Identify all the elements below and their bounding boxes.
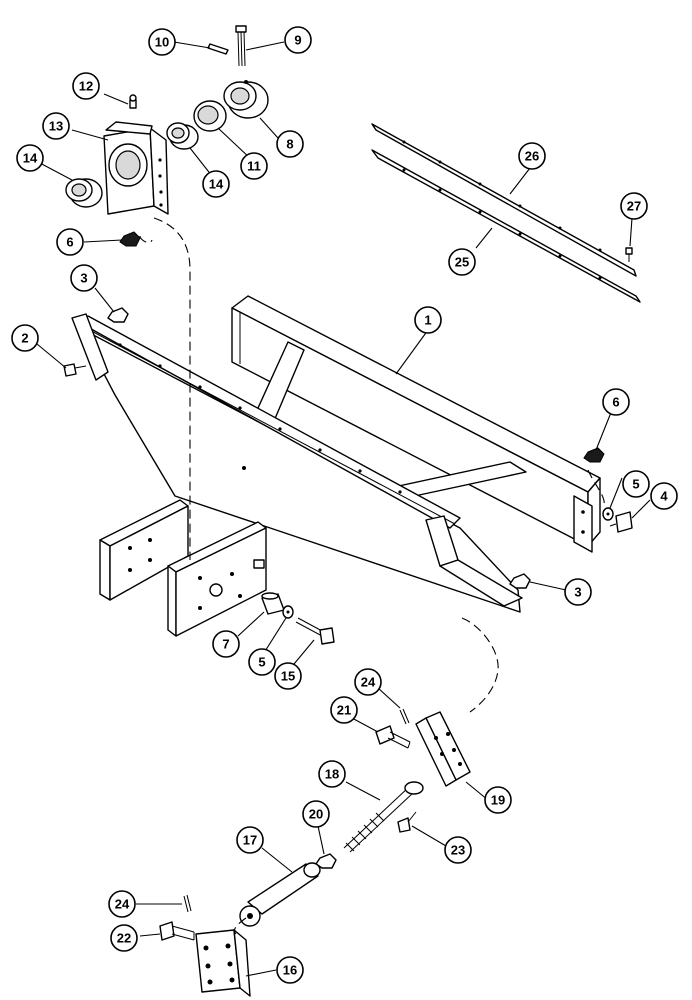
- callout-label: 21: [337, 703, 351, 718]
- rod-threads: [345, 812, 385, 852]
- callout-label: 14: [209, 177, 224, 192]
- pin-21: [375, 725, 411, 749]
- callout-6-upper: 6: [56, 228, 84, 256]
- callout-label: 5: [258, 655, 265, 670]
- callout-label: 16: [283, 963, 297, 978]
- callout-6-right: 6: [602, 388, 630, 416]
- collar-bolt: [235, 25, 247, 67]
- callout-14-right: 14: [202, 170, 230, 198]
- callout-11: 11: [240, 152, 268, 180]
- callout-17: 17: [236, 826, 264, 854]
- callout-4: 4: [650, 482, 678, 510]
- bracket-16: [195, 929, 251, 997]
- tube-17: [239, 862, 321, 927]
- mounting-channel-right: [167, 521, 267, 637]
- callout-14-left: 14: [16, 144, 44, 172]
- callout-13: 13: [42, 112, 70, 140]
- callout-24-lower: 24: [108, 890, 136, 918]
- washer-5-lower: [282, 605, 294, 619]
- callout-12: 12: [72, 72, 100, 100]
- callout-15: 15: [274, 662, 302, 690]
- callout-label: 15: [281, 669, 295, 684]
- nut-6-right: [583, 447, 605, 463]
- callout-label: 2: [21, 331, 28, 346]
- collar: [223, 80, 269, 119]
- callout-22: 22: [110, 924, 138, 952]
- callout-8: 8: [276, 130, 304, 158]
- spacer-7: [261, 592, 285, 615]
- callout-label: 6: [66, 235, 73, 250]
- cotter-pin-24-upper: [399, 708, 410, 725]
- callout-10: 10: [148, 28, 176, 56]
- shield-strips: [371, 123, 641, 303]
- washer-5-right: [602, 507, 614, 521]
- callout-label: 24: [115, 897, 130, 912]
- bolt-15: [295, 617, 335, 645]
- assembly-dashed-lines: [139, 217, 605, 935]
- nut-upper: [119, 231, 141, 247]
- callout-label: 7: [222, 637, 229, 652]
- callout-label: 25: [455, 255, 469, 270]
- callout-label: 23: [451, 843, 465, 858]
- callout-label: 18: [325, 767, 339, 782]
- callout-label: 24: [361, 675, 376, 690]
- bearing-housing: [103, 121, 169, 215]
- callout-5-right: 5: [622, 470, 650, 498]
- bolt-23: [397, 811, 417, 833]
- callout-5-lower: 5: [248, 648, 276, 676]
- callout-label: 3: [80, 271, 87, 286]
- callout-label: 11: [247, 159, 261, 174]
- callout-3-upper: 3: [70, 264, 98, 292]
- flange-holes: [118, 343, 402, 494]
- bearing-left: [65, 178, 103, 208]
- callout-25: 25: [448, 248, 476, 276]
- callout-label: 17: [243, 833, 257, 848]
- callout-1: 1: [414, 306, 442, 334]
- mounting-channel-left: [99, 499, 189, 601]
- callout-label: 19: [491, 793, 505, 808]
- callout-label: 3: [574, 585, 581, 600]
- callout-label: 27: [627, 199, 641, 214]
- callout-24-upper: 24: [354, 668, 382, 696]
- callout-27: 27: [620, 192, 648, 220]
- nut-3-lower: [509, 573, 531, 589]
- callout-label: 5: [632, 477, 639, 492]
- callout-label: 14: [23, 151, 38, 166]
- callout-26: 26: [518, 142, 546, 170]
- threaded-rod-18: [343, 781, 424, 853]
- bolt-4: [609, 511, 633, 533]
- callout-label: 20: [309, 807, 323, 822]
- callout-label: 12: [79, 79, 93, 94]
- callout-16: 16: [276, 956, 304, 984]
- callout-9: 9: [284, 26, 312, 54]
- callout-label: 6: [612, 395, 619, 410]
- cotter-pin-24-lower: [183, 894, 192, 913]
- callout-label: 10: [155, 35, 169, 50]
- callout-21: 21: [330, 696, 358, 724]
- grease-fitting: [129, 94, 137, 109]
- callout-label: 13: [49, 119, 63, 134]
- bolt-2: [63, 363, 87, 377]
- ring: [193, 100, 227, 132]
- callout-label: 9: [294, 33, 301, 48]
- callout-19: 19: [484, 786, 512, 814]
- callout-2: 2: [11, 324, 39, 352]
- callout-label: 26: [525, 149, 539, 164]
- bearing-right: [166, 122, 199, 150]
- callout-label: 8: [286, 137, 293, 152]
- callout-18: 18: [318, 760, 346, 788]
- screw-27: [625, 247, 633, 262]
- nut-3-upper: [107, 307, 129, 323]
- callout-23: 23: [444, 836, 472, 864]
- pin-22: [159, 921, 195, 941]
- callout-20: 20: [302, 800, 330, 828]
- callout-label: 22: [117, 931, 131, 946]
- callout-7: 7: [212, 630, 240, 658]
- callout-label: 4: [660, 489, 668, 504]
- bracket-19: [415, 711, 471, 787]
- roll-pin: [207, 43, 229, 55]
- callout-label: 1: [424, 313, 431, 328]
- callout-3-lower: 3: [564, 578, 592, 606]
